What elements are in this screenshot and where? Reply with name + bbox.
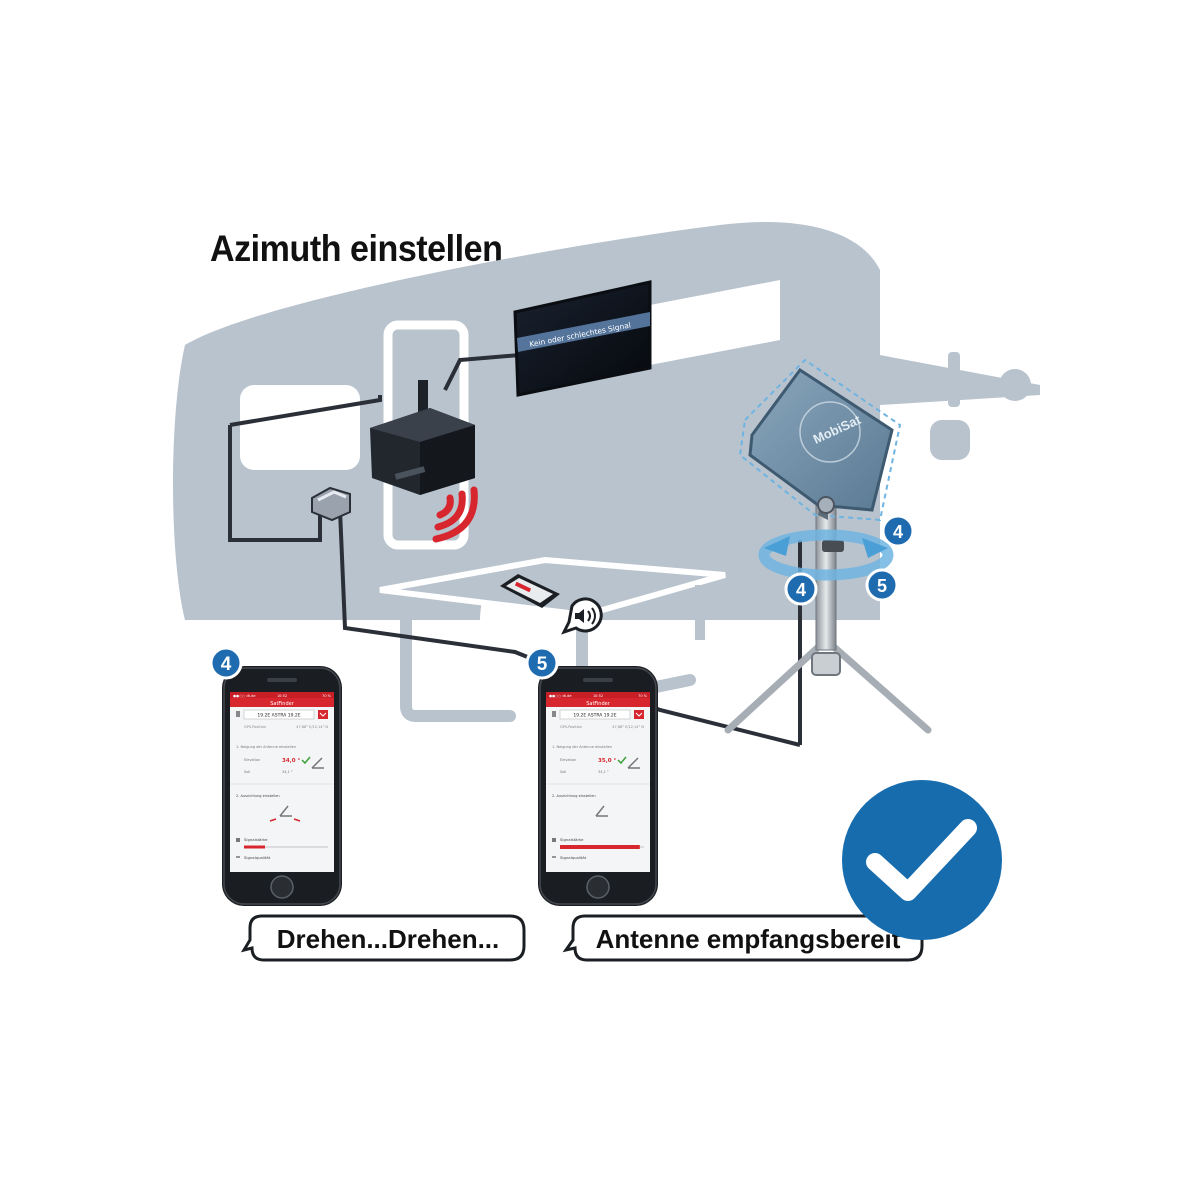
signal-strength-bar <box>244 845 265 849</box>
speech-bubble-2: Antenne empfangsbereit <box>562 914 924 962</box>
step-badge-4-left: 4 <box>784 572 818 606</box>
svg-text:Elevation: Elevation <box>560 758 576 762</box>
receiver-box <box>370 380 475 495</box>
svg-text:2. Ausrichtung einstellen: 2. Ausrichtung einstellen <box>236 794 280 798</box>
svg-text:GPS-Position: GPS-Position <box>244 725 266 729</box>
svg-text:1. Neigung der Antenne einstel: 1. Neigung der Antenne einstellen <box>236 745 296 749</box>
signal-strength-bar <box>560 845 640 849</box>
svg-text:34,1 °: 34,1 ° <box>282 770 293 774</box>
step-badge-5: 5 <box>865 568 899 602</box>
app-header: SatFinder <box>270 701 295 707</box>
phone-step-4: ●●○○ dt-de 10:52 70 % SatFinder 19.2E AS… <box>209 646 342 906</box>
svg-text:70 %: 70 % <box>322 694 332 698</box>
svg-text:47,88° E/12,14° N: 47,88° E/12,14° N <box>296 725 328 729</box>
svg-text:Soll: Soll <box>244 770 250 774</box>
svg-text:5: 5 <box>877 576 887 596</box>
svg-text:4: 4 <box>796 580 806 600</box>
svg-text:Antenne empfangsbereit: Antenne empfangsbereit <box>596 924 901 954</box>
svg-text:●●○○ dt-de: ●●○○ dt-de <box>549 694 572 698</box>
svg-text:Signalstärke: Signalstärke <box>244 837 268 842</box>
svg-text:GPS-Position: GPS-Position <box>560 725 582 729</box>
svg-text:Drehen...Drehen...: Drehen...Drehen... <box>277 924 500 954</box>
flat-antenna: MobiSat <box>738 358 902 522</box>
app-header: SatFinder <box>586 701 611 707</box>
svg-text:10:52: 10:52 <box>277 694 287 698</box>
rotation-arrows <box>758 529 894 581</box>
page-title: Azimuth einstellen <box>210 228 503 269</box>
svg-text:35,0 °: 35,0 ° <box>598 758 616 764</box>
svg-text:2. Ausrichtung einstellen: 2. Ausrichtung einstellen <box>552 794 596 798</box>
wireless-signal-icon <box>432 486 478 543</box>
svg-text:47,88° E/12,14° N: 47,88° E/12,14° N <box>612 725 644 729</box>
svg-text:Signalstärke: Signalstärke <box>560 837 584 842</box>
svg-text:34,0 °: 34,0 ° <box>282 758 300 764</box>
tv-screen: Kein oder schlechtes Signal <box>513 280 652 397</box>
phone-step-badge: 5 <box>537 654 548 675</box>
svg-text:19.2E ASTRA 19.2E: 19.2E ASTRA 19.2E <box>573 713 616 719</box>
caravan-window-right <box>650 280 780 365</box>
phone-step-5: ●●○○ dt-de 10:52 70 % SatFinder 19.2E AS… <box>525 646 658 906</box>
svg-text:Signalqualität: Signalqualität <box>560 855 587 860</box>
svg-text:4: 4 <box>893 522 903 542</box>
svg-text:70 %: 70 % <box>638 694 648 698</box>
svg-text:●●○○ dt-de: ●●○○ dt-de <box>233 694 256 698</box>
svg-text:Soll: Soll <box>560 770 566 774</box>
svg-text:1. Neigung der Antenne einstel: 1. Neigung der Antenne einstellen <box>552 745 612 749</box>
tow-hitch <box>930 352 1031 460</box>
svg-text:Signalqualität: Signalqualität <box>244 855 271 860</box>
speech-bubble-1: Drehen...Drehen... <box>240 914 526 962</box>
svg-text:Elevation: Elevation <box>244 758 260 762</box>
step-badge-4-right: 4 <box>881 514 915 548</box>
svg-text:34,1 °: 34,1 ° <box>598 770 609 774</box>
caravan-window-left <box>240 385 360 470</box>
success-check-icon <box>842 780 1002 940</box>
speaker-icon <box>561 597 603 635</box>
caravan <box>172 222 1041 620</box>
wall-socket <box>311 486 351 522</box>
phone-step-badge: 4 <box>221 654 232 675</box>
svg-text:10:52: 10:52 <box>593 694 603 698</box>
smartphone-on-table <box>500 574 560 608</box>
svg-text:19.2E ASTRA 19.2E: 19.2E ASTRA 19.2E <box>257 713 300 719</box>
